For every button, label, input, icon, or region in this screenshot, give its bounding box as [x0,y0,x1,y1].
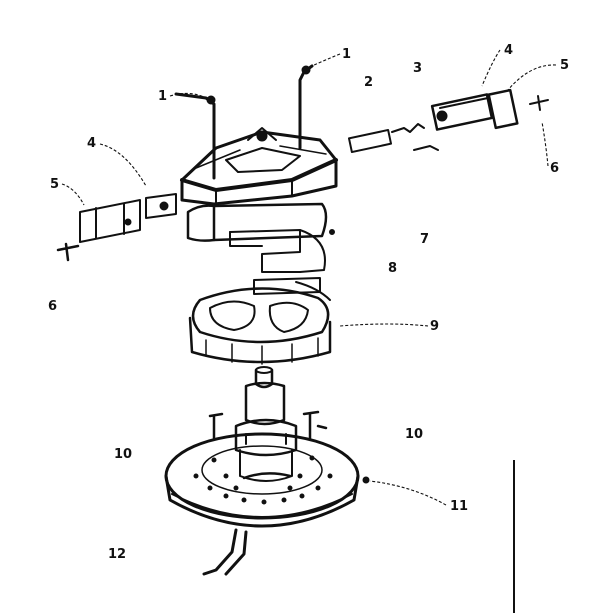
armature-housing [186,202,335,295]
callout-10-right: 10 [405,427,423,442]
callout-7: 7 [420,232,429,247]
callout-11: 11 [450,499,468,514]
base-pins [208,410,328,440]
brush-holder-left [56,193,177,262]
callout-10-left: 10 [114,447,132,462]
base-holes [193,455,333,505]
callout-6-right: 6 [550,161,559,176]
power-cord [202,528,248,576]
base-disc [164,432,370,528]
callout-5-right: 5 [560,58,569,73]
callout-2: 2 [364,75,373,90]
field-housing [188,281,332,365]
spindle-shaft [234,366,298,482]
callout-1-left: 1 [158,89,167,104]
callout-8: 8 [388,261,397,276]
brush-holder-right [347,88,549,154]
wire-clip-top [298,64,314,150]
callout-3: 3 [413,61,422,76]
callout-4-left: 4 [87,136,96,151]
wire-clip-left [174,92,216,180]
top-housing [180,127,338,206]
callout-12: 12 [108,547,126,562]
leader-lines [61,49,557,506]
callout-4-right: 4 [504,43,513,58]
callout-5-left: 5 [50,177,59,192]
callout-1-top: 1 [342,47,351,62]
callout-6-left: 6 [48,299,57,314]
callout-9: 9 [430,319,439,334]
